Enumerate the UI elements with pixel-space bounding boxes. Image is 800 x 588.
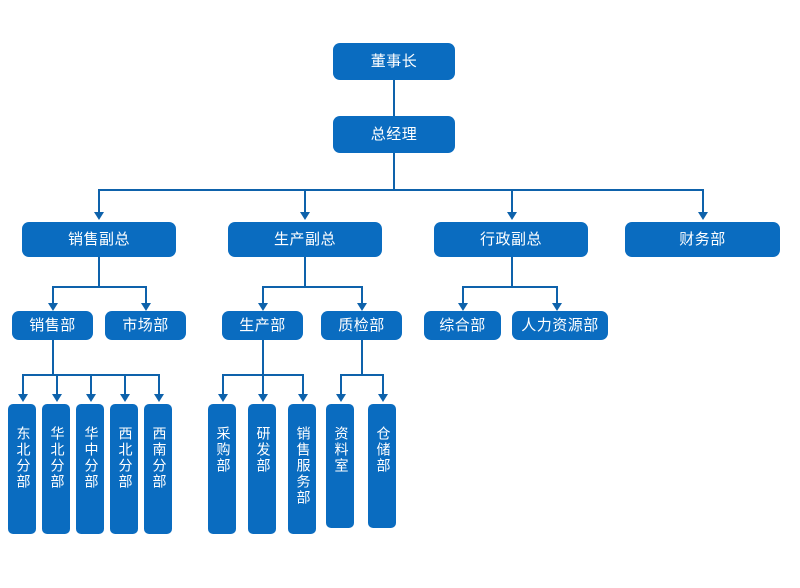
node-archives-room[interactable]: 资料室 — [326, 404, 354, 528]
node-label: 董事长 — [370, 51, 418, 70]
connector-to-production-dept — [262, 286, 264, 305]
arrow-vp-sales — [94, 212, 104, 220]
connector-vp-production-drop — [304, 257, 306, 287]
connector-production-children-bus — [262, 286, 361, 288]
node-label: 销售服务部 — [294, 426, 311, 506]
connector-qc-dept-drop — [361, 340, 363, 375]
connector-to-vp-admin — [511, 189, 513, 214]
node-label: 销售副总 — [67, 229, 130, 248]
arrow-vp-production — [300, 212, 310, 220]
node-general-manager[interactable]: 总经理 — [333, 116, 455, 153]
node-sales-dept[interactable]: 销售部 — [12, 311, 93, 340]
connector-to-vp-sales — [98, 189, 100, 214]
connector-sales-dept-drop — [52, 340, 54, 375]
connector-to-warehouse — [382, 374, 384, 396]
node-chairman[interactable]: 董事长 — [333, 43, 455, 80]
connector-to-qc-dept — [361, 286, 363, 305]
arrow-purchasing — [218, 394, 228, 402]
node-production-dept[interactable]: 生产部 — [222, 311, 303, 340]
connector-to-sales-service — [302, 374, 304, 396]
arrow-branch-central — [86, 394, 96, 402]
node-finance-dept[interactable]: 财务部 — [625, 222, 780, 257]
arrow-vp-admin — [507, 212, 517, 220]
node-vp-admin[interactable]: 行政副总 — [434, 222, 588, 257]
arrow-sales-service — [298, 394, 308, 402]
arrow-hr-dept — [552, 303, 562, 311]
arrow-branch-northwest — [120, 394, 130, 402]
connector-level3-bus — [98, 189, 703, 191]
node-label: 西南分部 — [150, 426, 167, 490]
connector-to-general-affairs — [462, 286, 464, 305]
connector-to-branch-northeast — [22, 374, 24, 396]
connector-sales-children-bus — [52, 286, 145, 288]
node-label: 销售部 — [29, 315, 76, 334]
node-label: 华北分部 — [48, 426, 65, 490]
node-warehouse-dept[interactable]: 仓储部 — [368, 404, 396, 528]
arrow-qc-dept — [357, 303, 367, 311]
node-label: 总经理 — [370, 124, 418, 143]
node-label: 财务部 — [679, 229, 726, 248]
connector-to-archives — [340, 374, 342, 396]
connector-to-vp-production — [304, 189, 306, 214]
connector-vp-admin-drop — [511, 257, 513, 287]
node-purchasing-dept[interactable]: 采购部 — [208, 404, 236, 534]
connector-to-market-dept — [145, 286, 147, 305]
arrow-sales-dept — [48, 303, 58, 311]
arrow-rd — [258, 394, 268, 402]
node-label: 生产副总 — [273, 229, 336, 248]
node-label: 生产部 — [239, 315, 286, 334]
connector-to-purchasing — [222, 374, 224, 396]
node-market-dept[interactable]: 市场部 — [105, 311, 186, 340]
connector-to-branch-southwest — [158, 374, 160, 396]
arrow-finance — [698, 212, 708, 220]
arrow-production-dept — [258, 303, 268, 311]
connector-to-branch-north — [56, 374, 58, 396]
node-vp-production[interactable]: 生产副总 — [228, 222, 382, 257]
node-branch-north[interactable]: 华北分部 — [42, 404, 70, 534]
node-rd-dept[interactable]: 研发部 — [248, 404, 276, 534]
node-branch-central[interactable]: 华中分部 — [76, 404, 104, 534]
node-label: 行政副总 — [479, 229, 542, 248]
node-sales-service-dept[interactable]: 销售服务部 — [288, 404, 316, 534]
connector-production-dept-drop — [262, 340, 264, 375]
node-label: 综合部 — [439, 315, 486, 334]
node-vp-sales[interactable]: 销售副总 — [22, 222, 176, 257]
connector-gm-drop — [393, 153, 395, 190]
connector-to-finance — [702, 189, 704, 214]
arrow-general-affairs — [458, 303, 468, 311]
arrow-archives — [336, 394, 346, 402]
node-qc-dept[interactable]: 质检部 — [321, 311, 402, 340]
connector-to-branch-central — [90, 374, 92, 396]
node-branch-northeast[interactable]: 东北分部 — [8, 404, 36, 534]
node-label: 采购部 — [214, 426, 231, 474]
connector-to-rd — [262, 374, 264, 396]
node-label: 研发部 — [254, 426, 271, 474]
node-label: 华中分部 — [82, 426, 99, 490]
node-hr-dept[interactable]: 人力资源部 — [512, 311, 608, 340]
arrow-branch-southwest — [154, 394, 164, 402]
node-label: 质检部 — [338, 315, 385, 334]
arrow-market-dept — [141, 303, 151, 311]
node-label: 资料室 — [332, 426, 349, 474]
connector-to-branch-northwest — [124, 374, 126, 396]
node-label: 仓储部 — [374, 426, 391, 474]
node-label: 东北分部 — [14, 426, 31, 490]
connector-admin-children-bus — [462, 286, 556, 288]
node-branch-northwest[interactable]: 西北分部 — [110, 404, 138, 534]
connector-to-hr-dept — [556, 286, 558, 305]
arrow-branch-northeast — [18, 394, 28, 402]
node-general-affairs-dept[interactable]: 综合部 — [424, 311, 501, 340]
arrow-branch-north — [52, 394, 62, 402]
connector-qc-leaf-bus — [340, 374, 382, 376]
node-label: 市场部 — [122, 315, 169, 334]
node-label: 人力资源部 — [521, 315, 599, 334]
node-branch-southwest[interactable]: 西南分部 — [144, 404, 172, 534]
connector-to-sales-dept — [52, 286, 54, 305]
connector-vp-sales-drop — [98, 257, 100, 287]
arrow-warehouse — [378, 394, 388, 402]
node-label: 西北分部 — [116, 426, 133, 490]
connector-chairman-to-gm — [393, 80, 395, 116]
